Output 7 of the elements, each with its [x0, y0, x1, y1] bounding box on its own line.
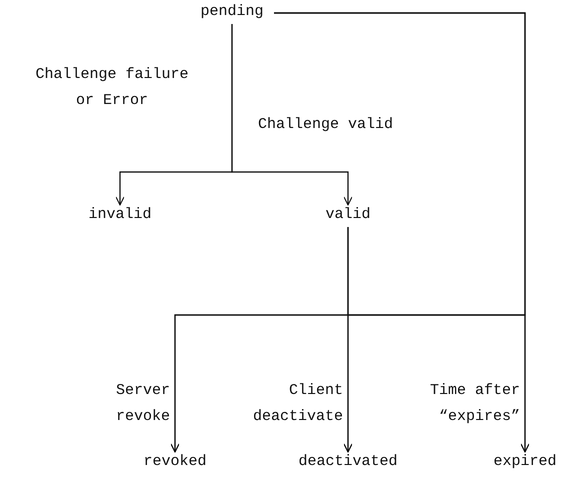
state-label: pending [192, 2, 272, 22]
state-label: invalid [80, 205, 160, 225]
arrow [231, 24, 353, 206]
state-label: revoked [135, 452, 215, 472]
state-label: expired [485, 452, 565, 472]
state-label: valid [318, 205, 378, 225]
state-label: deactivated [288, 452, 408, 472]
